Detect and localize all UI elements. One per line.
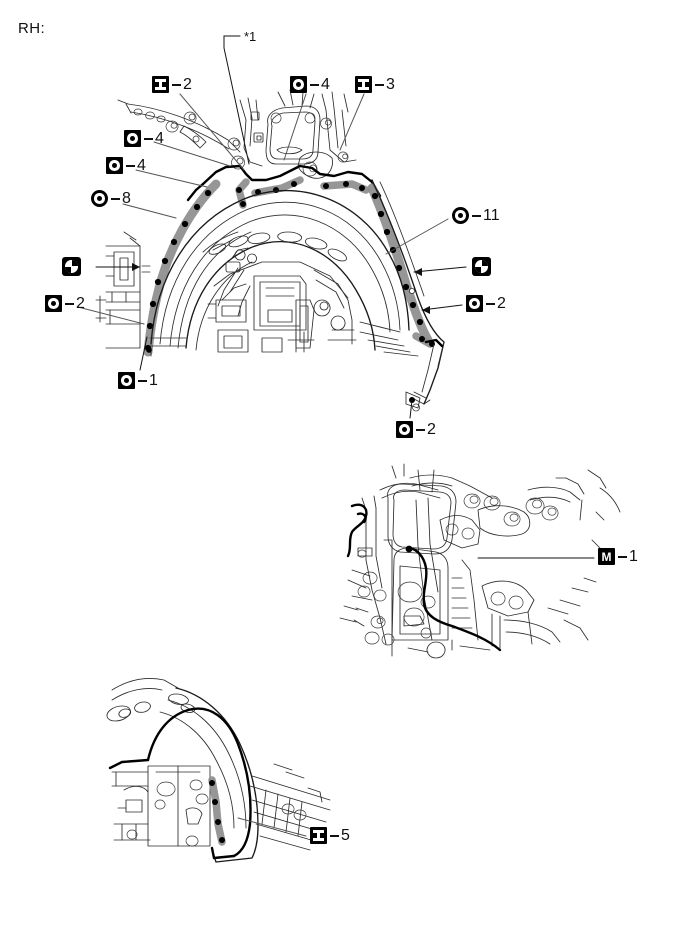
wheel-arch-outline: [150, 190, 410, 351]
callout-i-5[interactable]: 5: [310, 827, 350, 844]
side-designation-label: RH:: [18, 20, 46, 37]
callout-o-2-left[interactable]: 2: [45, 295, 85, 312]
sealant-band-left: [143, 179, 221, 357]
callout-quadrant-right[interactable]: [472, 257, 491, 276]
callout-dash: [618, 555, 627, 558]
callout-dash: [416, 428, 425, 431]
apron-upper-flange: [117, 99, 241, 153]
body-pillar-structure: [339, 463, 621, 659]
callout-number: 1: [629, 547, 638, 565]
callout-o-4-a[interactable]: 4: [290, 76, 330, 93]
callout-o-2-bottom[interactable]: 2: [396, 421, 436, 438]
quadrant-circle-square-icon: [62, 257, 81, 276]
ibeam-square-icon: [355, 76, 372, 93]
callout-dash: [310, 83, 319, 86]
callout-o-11[interactable]: 11: [452, 207, 500, 224]
bottom-panel-leader: [237, 817, 307, 837]
callout-number: 2: [183, 75, 192, 93]
callout-number: 8: [122, 189, 131, 207]
callout-dash: [172, 83, 181, 86]
quadrant-circle-square-icon: [472, 257, 491, 276]
letter-m-square-icon: M: [598, 548, 615, 565]
rear-wheel-arch-structure: [106, 678, 331, 863]
ibeam-square-icon: [152, 76, 169, 93]
callout-dash: [330, 834, 339, 837]
callout-m-1[interactable]: M 1: [598, 548, 638, 565]
bullseye-circle-icon: [91, 190, 108, 207]
callout-number: 3: [386, 75, 395, 93]
square-circle-icon: [118, 372, 135, 389]
callout-dash: [138, 379, 147, 382]
callout-dash: [111, 197, 120, 200]
square-circle-icon: [466, 295, 483, 312]
callout-o-4-b[interactable]: 4: [124, 130, 164, 147]
square-circle-icon: [396, 421, 413, 438]
bullseye-circle-icon: [452, 207, 469, 224]
center-sealant-beads: [346, 503, 502, 652]
square-circle-icon: [106, 157, 123, 174]
callout-o-8[interactable]: 8: [91, 190, 131, 207]
callout-o-2-right[interactable]: 2: [466, 295, 506, 312]
callout-dash: [65, 302, 74, 305]
engine-bay-detail: [202, 231, 357, 353]
callout-dash: [375, 83, 384, 86]
callout-i-3[interactable]: 3: [355, 76, 395, 93]
sealant-outline-upper: [186, 164, 382, 202]
callout-quadrant-left[interactable]: [62, 257, 81, 276]
square-circle-icon: [124, 130, 141, 147]
square-circle-icon: [45, 295, 62, 312]
callout-dash: [486, 302, 495, 305]
reference-note-label: *1: [244, 29, 257, 44]
left-frame-structure: [95, 231, 151, 349]
callout-number: 2: [76, 294, 85, 312]
callout-number: 1: [149, 371, 158, 389]
callout-number: 4: [137, 156, 146, 174]
strut-tower-assembly: [227, 89, 357, 179]
callout-number: 11: [483, 206, 500, 224]
callout-number: 5: [341, 826, 350, 844]
square-circle-icon: [290, 76, 307, 93]
callout-o-1[interactable]: 1: [118, 372, 158, 389]
main-panel-leaders: [77, 93, 467, 419]
sealant-band-right-cowl: [320, 180, 370, 194]
callout-number: 4: [155, 129, 164, 147]
ibeam-square-icon: [310, 827, 327, 844]
callout-o-4-c[interactable]: 4: [106, 157, 146, 174]
callout-number: 2: [427, 420, 436, 438]
lower-cross-member: [146, 299, 419, 357]
callout-number: 4: [321, 75, 330, 93]
callout-dash: [126, 164, 135, 167]
star1-leader: [223, 35, 250, 165]
right-rail-outline: [371, 179, 445, 412]
callout-i-2[interactable]: 2: [152, 76, 192, 93]
callout-dash: [472, 214, 481, 217]
callout-dash: [144, 137, 153, 140]
callout-number: 2: [497, 294, 506, 312]
